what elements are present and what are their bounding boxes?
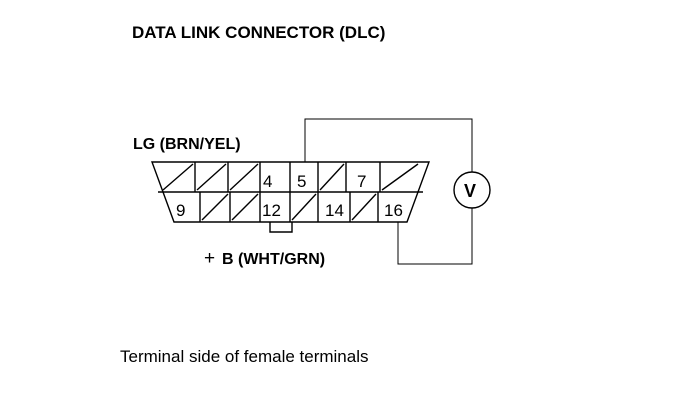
- plus-b-wire-label: B (WHT/GRN): [222, 251, 325, 268]
- pin-16-label: 16: [384, 201, 403, 220]
- diagram-title: DATA LINK CONNECTOR (DLC): [132, 23, 385, 42]
- pin-5-label: 5: [297, 172, 306, 191]
- pin-14-label: 14: [325, 201, 344, 220]
- plus-b-symbol: +: [204, 248, 215, 269]
- connector-outline: [150, 161, 431, 223]
- unused-cavity-hatches: [162, 163, 419, 221]
- pin-12-label: 12: [262, 201, 281, 220]
- voltmeter-label: V: [464, 181, 476, 201]
- lg-wire-label: LG (BRN/YEL): [133, 136, 241, 153]
- wire-pin16-to-meter: [397, 208, 473, 265]
- connector-key-tab: [269, 222, 293, 233]
- pin-4-label: 4: [263, 172, 272, 191]
- wire-pin5-to-meter: [304, 118, 473, 172]
- top-row-dividers: [194, 162, 381, 192]
- diagram-caption: Terminal side of female terminals: [120, 347, 368, 366]
- bottom-row-dividers: [199, 192, 379, 222]
- voltmeter-icon: [453, 171, 491, 209]
- pin-9-label: 9: [176, 201, 185, 220]
- pin-7-label: 7: [357, 172, 366, 191]
